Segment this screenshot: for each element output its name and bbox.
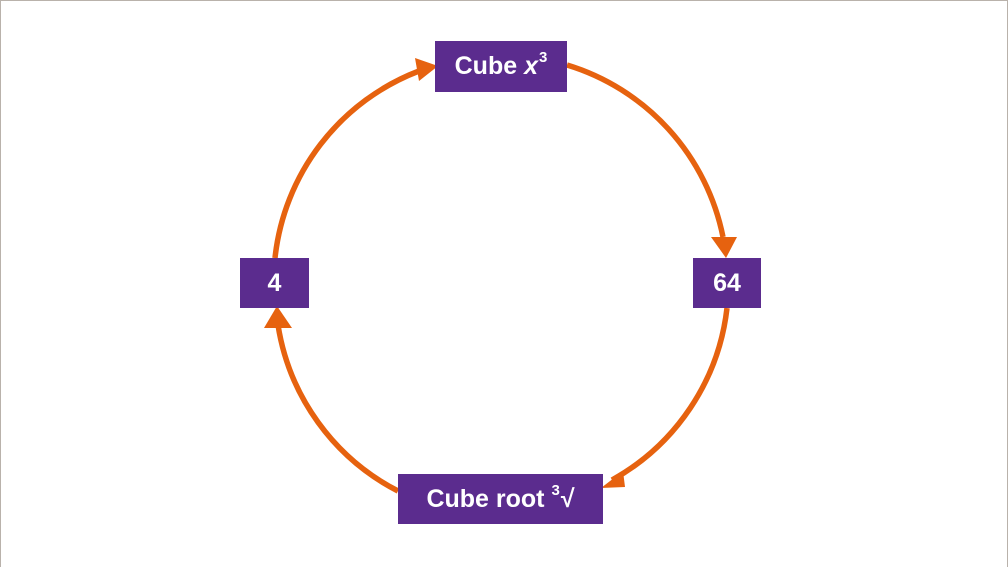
cube-exponent: 3 <box>539 49 548 66</box>
radical-sign: √ <box>560 484 575 513</box>
input-value: 4 <box>267 268 282 297</box>
cube-box: Cube x 3 <box>435 41 567 92</box>
cube-label: Cube <box>454 52 518 80</box>
cube-root-index: 3 <box>551 481 560 499</box>
cube-root-box: Cube root 3 √ <box>398 474 603 524</box>
arrowhead-into-4 <box>264 306 292 328</box>
arrow-cube-root-to-4 <box>275 324 400 494</box>
arrow-64-to-cube-root <box>610 307 730 483</box>
result-box-64: 64 <box>693 258 761 308</box>
arrow-cube-to-64 <box>566 62 726 238</box>
cube-variable: x <box>524 52 539 80</box>
result-value: 64 <box>713 268 741 297</box>
arrowhead-into-cube <box>415 58 438 81</box>
arrowhead-into-cube-root <box>601 471 625 488</box>
arrow-4-to-cube <box>272 68 420 259</box>
input-box-4: 4 <box>240 258 309 308</box>
cube-root-label: Cube root <box>426 484 545 513</box>
arrowhead-into-64 <box>711 237 737 258</box>
